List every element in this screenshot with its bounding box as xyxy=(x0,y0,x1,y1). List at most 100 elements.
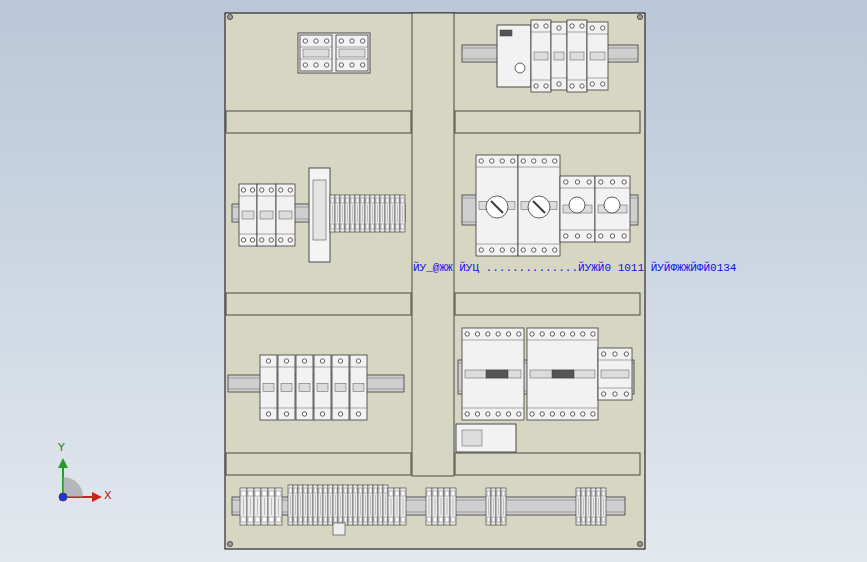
hole xyxy=(269,238,273,242)
shape xyxy=(248,491,253,496)
shape xyxy=(390,195,395,232)
shape xyxy=(303,49,329,57)
shape xyxy=(374,517,377,522)
shape xyxy=(262,517,267,522)
shape xyxy=(355,195,360,232)
line xyxy=(551,78,567,79)
line xyxy=(447,498,448,515)
shape xyxy=(348,485,353,525)
shape xyxy=(296,355,313,420)
shape xyxy=(518,155,560,256)
line xyxy=(271,498,272,515)
shape xyxy=(247,488,254,525)
line xyxy=(300,495,301,515)
shape xyxy=(391,198,394,203)
shape xyxy=(289,517,292,522)
shape xyxy=(381,198,384,203)
line xyxy=(527,408,598,409)
line xyxy=(260,367,277,368)
shape xyxy=(359,488,362,493)
hole xyxy=(288,188,292,192)
shape xyxy=(308,485,313,525)
hole xyxy=(601,82,605,86)
shape xyxy=(374,488,377,493)
line xyxy=(403,498,404,515)
line xyxy=(332,205,333,222)
shape xyxy=(502,517,505,522)
hole xyxy=(517,412,521,416)
shape xyxy=(363,485,368,525)
hole xyxy=(569,197,585,213)
hole xyxy=(465,332,469,336)
shape xyxy=(330,195,335,232)
shape xyxy=(324,517,327,522)
shape xyxy=(502,491,505,496)
shape xyxy=(339,49,365,57)
line xyxy=(335,495,336,515)
shape xyxy=(596,488,601,525)
shape xyxy=(586,488,591,525)
shape xyxy=(351,198,354,203)
hole xyxy=(581,412,585,416)
hole xyxy=(486,196,508,218)
shape xyxy=(276,184,295,246)
line xyxy=(365,495,366,515)
line xyxy=(278,408,295,409)
hole xyxy=(260,238,264,242)
line xyxy=(278,367,295,368)
hole xyxy=(587,234,591,238)
shape xyxy=(597,517,600,522)
shape xyxy=(359,517,362,522)
shape xyxy=(427,491,431,496)
shape xyxy=(293,485,298,525)
line xyxy=(278,498,279,515)
line xyxy=(453,498,454,515)
line xyxy=(382,205,383,222)
shape xyxy=(501,488,506,525)
shape xyxy=(366,198,369,203)
hole xyxy=(610,234,614,238)
hole xyxy=(515,63,525,73)
shape xyxy=(426,488,432,525)
hole xyxy=(260,188,264,192)
shape xyxy=(560,176,595,242)
shape xyxy=(595,176,630,242)
shape xyxy=(338,485,343,525)
shape xyxy=(241,491,246,496)
hole xyxy=(350,63,354,67)
hole xyxy=(303,63,307,67)
hole xyxy=(591,332,595,336)
hole xyxy=(570,24,574,28)
axis-label: X xyxy=(104,489,112,502)
shape xyxy=(371,224,374,229)
shape xyxy=(534,52,548,60)
shape xyxy=(371,198,374,203)
line xyxy=(336,47,368,48)
line xyxy=(380,495,381,515)
shape xyxy=(487,517,490,522)
shape xyxy=(263,384,274,392)
shape xyxy=(335,195,340,232)
shape xyxy=(334,488,337,493)
line xyxy=(372,205,373,222)
line xyxy=(518,244,560,245)
line xyxy=(567,32,587,33)
shape xyxy=(278,355,295,420)
shape xyxy=(333,523,345,535)
line xyxy=(264,498,265,515)
hole xyxy=(479,248,483,252)
hole xyxy=(613,392,617,396)
shape xyxy=(383,485,388,525)
shape xyxy=(248,517,253,522)
shape xyxy=(332,355,349,420)
shape xyxy=(343,485,348,525)
hole xyxy=(575,180,579,184)
shape xyxy=(389,517,393,522)
line xyxy=(357,205,358,222)
shape xyxy=(298,33,370,73)
hole xyxy=(550,412,554,416)
shape xyxy=(313,485,318,525)
hole xyxy=(486,412,490,416)
line xyxy=(435,498,436,515)
line xyxy=(350,367,367,368)
